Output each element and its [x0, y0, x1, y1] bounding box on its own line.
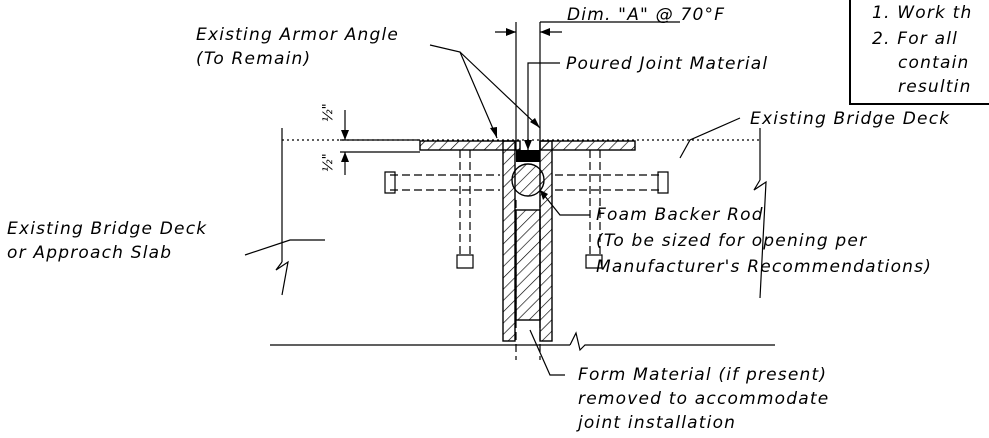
- deck-left-break: [275, 260, 289, 296]
- armor-angle-right: [539, 140, 636, 342]
- dim-half-bottom: ½": [321, 153, 336, 172]
- form-material: [515, 209, 541, 321]
- anchor-right: [555, 150, 669, 269]
- leader-poured: [527, 62, 560, 150]
- poured-joint-material: [516, 150, 540, 162]
- leader-deck-left: [244, 239, 325, 256]
- dim-half-top: ½": [321, 103, 336, 122]
- foam-label-1: Foam Backer Rod: [596, 205, 764, 225]
- existing-deck-left-label-1: Existing Bridge Deck: [7, 219, 207, 239]
- dim-a-label: Dim. "A" @ 70°F: [567, 5, 725, 25]
- note-2: 2. For all: [872, 29, 958, 49]
- leader-armor-left: [429, 44, 498, 139]
- form-label-3: joint installation: [576, 413, 736, 433]
- note-3: contain: [898, 53, 970, 73]
- deck-right-break: [753, 179, 767, 299]
- note-4: resultin: [898, 77, 972, 97]
- leader-armor-right: [459, 51, 541, 129]
- leader-form: [529, 329, 565, 376]
- foam-backer-rod: [511, 163, 545, 197]
- form-label-2: removed to accommodate: [578, 389, 829, 409]
- foam-label-3: Manufacturer's Recommendations): [596, 257, 932, 277]
- existing-deck-left-label-2: or Approach Slab: [7, 243, 172, 263]
- anchor-left: [384, 150, 500, 269]
- form-label-1: Form Material (if present): [578, 365, 827, 385]
- leader-foam: [539, 189, 590, 216]
- armor-angle-label-1: Existing Armor Angle: [196, 25, 399, 45]
- note-1: 1. Work th: [872, 3, 973, 23]
- poured-joint-label: Poured Joint Material: [566, 54, 768, 74]
- armor-angle-label-2: (To Remain): [196, 49, 311, 69]
- leader-deck-right: [679, 117, 741, 159]
- existing-deck-right-label: Existing Bridge Deck: [750, 109, 950, 129]
- slab-bottom-right: [569, 331, 775, 352]
- notes-box: 1. Work th 2. For all contain resultin: [849, 0, 989, 105]
- foam-label-2: (To be sized for opening per: [596, 231, 867, 251]
